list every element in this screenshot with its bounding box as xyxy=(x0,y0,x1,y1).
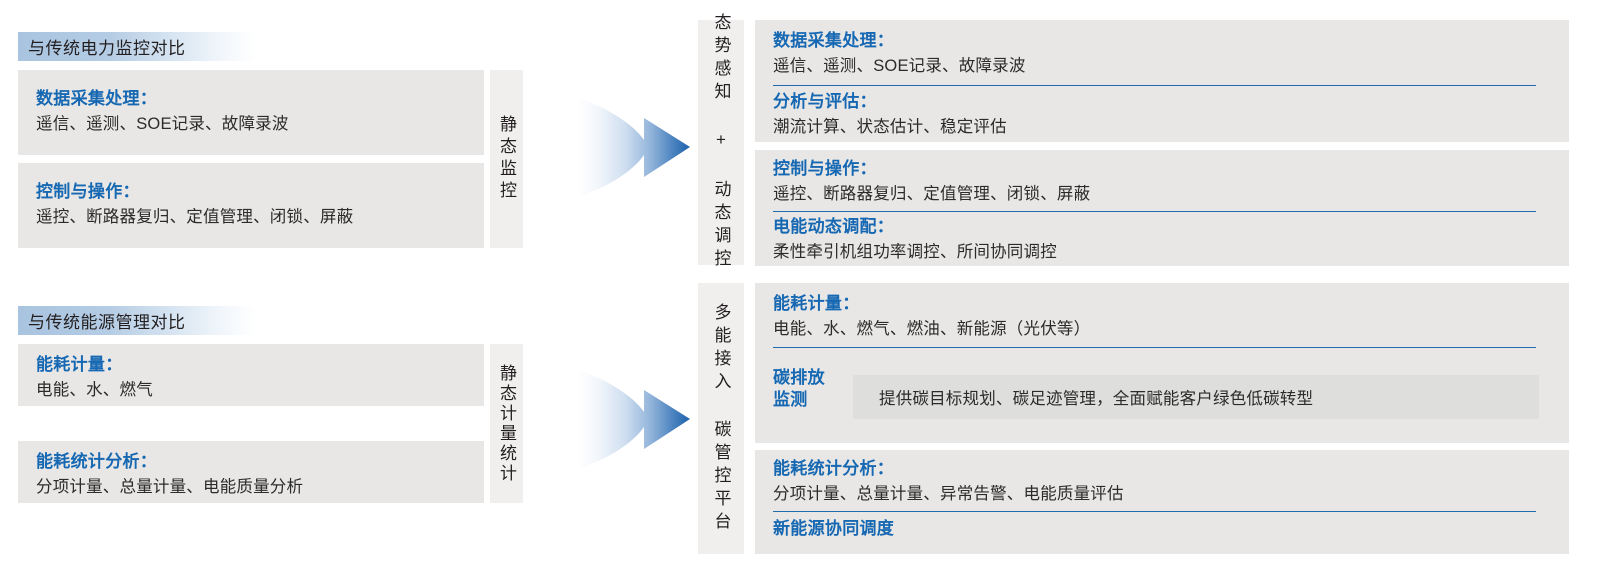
card-title: 能耗统计分析： xyxy=(36,452,158,471)
vertical-strip-static-metering: 静态计量统计 xyxy=(490,344,523,503)
card-divider xyxy=(773,211,1536,213)
vertical-strip-label: 多能接入 碳管控平台 xyxy=(711,302,731,535)
right-card-control-dispatch: 控制与操作： 遥控、断路器复归、定值管理、闭锁、屏蔽 电能动态调配： 柔性牵引机… xyxy=(755,150,1569,266)
card-title: 能耗计量： xyxy=(773,294,860,313)
card-title: 能耗计量： xyxy=(36,355,123,374)
card-title: 电能动态调配： xyxy=(773,217,895,236)
card-title: 控制与操作： xyxy=(773,159,877,178)
section-badge-energy-management: 与传统能源管理对比 xyxy=(18,306,256,335)
right-card-energy-metering-carbon: 能耗计量： 电能、水、燃气、燃油、新能源（光伏等） 碳排放 监测 提供碳目标规划… xyxy=(755,283,1569,443)
card-divider xyxy=(773,347,1536,349)
card-body: 潮流计算、状态估计、稳定评估 xyxy=(773,117,1007,136)
section-badge-power-monitoring: 与传统电力监控对比 xyxy=(18,32,256,61)
card-title: 数据采集处理： xyxy=(36,89,158,108)
vertical-strip-carbon-platform: 多能接入 碳管控平台 xyxy=(698,283,744,554)
left-card-energy-metering: 能耗计量： 电能、水、燃气 xyxy=(18,344,484,406)
carbon-monitoring-callout: 提供碳目标规划、碳足迹管理，全面赋能客户绿色低碳转型 xyxy=(853,375,1539,419)
card-body: 电能、水、燃气、燃油、新能源（光伏等） xyxy=(773,319,1091,338)
card-title: 新能源协同调度 xyxy=(773,519,895,538)
vertical-strip-label: 静态计量统计 xyxy=(497,363,516,484)
left-card-energy-statistics: 能耗统计分析： 分项计量、总量计量、电能质量分析 xyxy=(18,441,484,503)
card-body: 遥信、遥测、SOE记录、故障录波 xyxy=(773,56,1026,75)
card-body: 分项计量、总量计量、异常告警、电能质量评估 xyxy=(773,484,1124,503)
vertical-strip-static-monitoring: 静态监控 xyxy=(490,70,523,248)
vertical-strip-label: 态势感知 + 动态调控 xyxy=(711,13,731,272)
card-body: 分项计量、总量计量、电能质量分析 xyxy=(36,477,304,496)
transform-arrow-top xyxy=(578,98,690,197)
card-title: 控制与操作： xyxy=(36,182,140,201)
card-body: 遥控、断路器复归、定值管理、闭锁、屏蔽 xyxy=(773,184,1091,203)
transform-arrow-bottom xyxy=(578,370,690,469)
carbon-monitoring-label: 碳排放 监测 xyxy=(773,367,825,411)
card-body: 遥信、遥测、SOE记录、故障录波 xyxy=(36,114,289,133)
card-title: 分析与评估： xyxy=(773,92,877,111)
carbon-monitoring-label-line1: 碳排放 xyxy=(773,368,825,387)
card-divider xyxy=(773,511,1536,513)
vertical-strip-situational-awareness: 态势感知 + 动态调控 xyxy=(698,13,744,272)
card-title: 能耗统计分析： xyxy=(773,459,895,478)
card-body: 遥控、断路器复归、定值管理、闭锁、屏蔽 xyxy=(36,207,354,226)
card-body: 电能、水、燃气 xyxy=(36,380,153,399)
card-divider xyxy=(773,85,1536,87)
left-card-data-acquisition: 数据采集处理： 遥信、遥测、SOE记录、故障录波 xyxy=(18,70,484,155)
vertical-strip-label: 静态监控 xyxy=(497,115,516,203)
carbon-monitoring-label-line2: 监测 xyxy=(773,390,808,410)
card-title: 数据采集处理： xyxy=(773,31,895,50)
right-card-acquisition-analysis: 数据采集处理： 遥信、遥测、SOE记录、故障录波 分析与评估： 潮流计算、状态估… xyxy=(755,20,1569,142)
card-body: 柔性牵引机组功率调控、所间协同调控 xyxy=(773,242,1057,261)
right-card-energy-statistics-dispatch: 能耗统计分析： 分项计量、总量计量、异常告警、电能质量评估 新能源协同调度 xyxy=(755,450,1569,554)
left-card-control-operation: 控制与操作： 遥控、断路器复归、定值管理、闭锁、屏蔽 xyxy=(18,163,484,248)
